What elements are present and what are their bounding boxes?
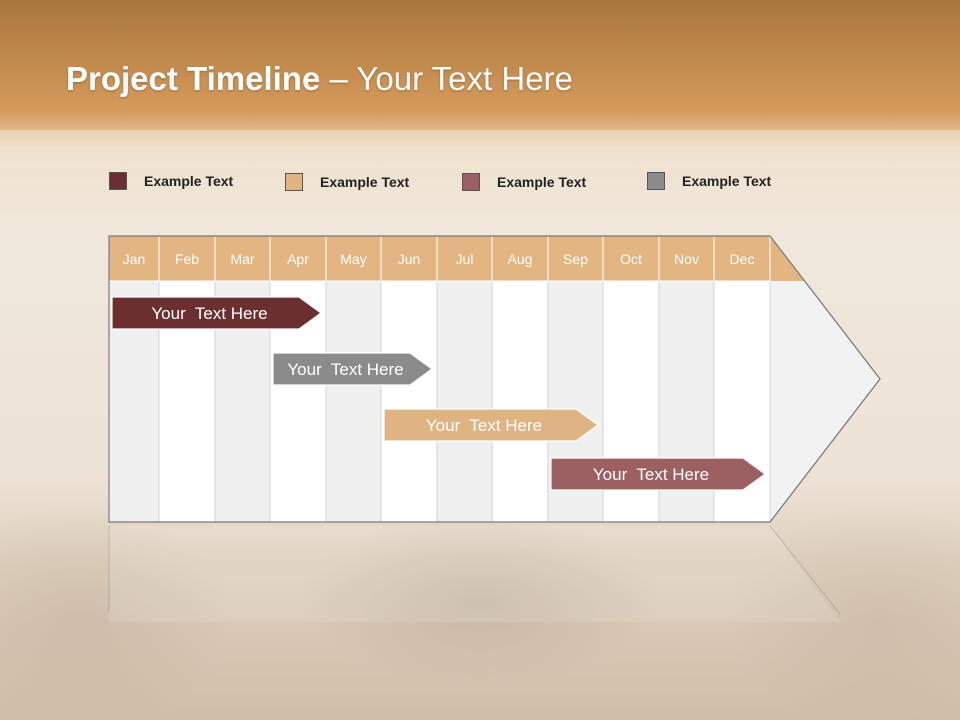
month-column: [325, 280, 382, 523]
timeline-reflection: [109, 526, 840, 622]
month-header-cell: [108, 235, 160, 282]
month-header-cell: [380, 235, 438, 282]
legend-label-4: Example Text: [682, 173, 772, 189]
month-column: [380, 280, 438, 523]
legend-swatch-4: [647, 172, 665, 190]
legend-item-3: Example Text: [462, 172, 586, 192]
task-arrow-1: [111, 296, 323, 330]
legend-swatch-3: [462, 173, 480, 191]
task-label-1: Your Text Here: [151, 304, 267, 323]
legend-swatch-2: [285, 173, 303, 191]
month-column: [436, 280, 493, 523]
month-label-oct: Oct: [620, 251, 642, 267]
month-label-aug: Aug: [508, 251, 533, 267]
month-label-sep: Sep: [563, 251, 588, 267]
task-arrow-3: [383, 408, 600, 442]
month-label-jan: Jan: [123, 251, 146, 267]
month-header-cell: [491, 235, 549, 282]
month-label-jul: Jul: [456, 251, 474, 267]
month-label-feb: Feb: [175, 251, 199, 267]
legend-swatch-1: [109, 172, 127, 190]
month-header-cell: [602, 235, 660, 282]
month-label-nov: Nov: [674, 251, 699, 267]
month-label-dec: Dec: [730, 251, 755, 267]
month-label-mar: Mar: [230, 251, 254, 267]
month-header-cell: [325, 235, 382, 282]
title-rest: – Your Text Here: [320, 60, 573, 97]
timeline-arrow-outline: [108, 235, 881, 523]
title-bold: Project Timeline: [66, 60, 321, 97]
task-label-3: Your Text Here: [426, 416, 542, 435]
legend-label-2: Example Text: [320, 174, 410, 190]
month-header-cell: [158, 235, 216, 282]
reflection-edge: [769, 525, 841, 615]
month-header-cell: [269, 235, 327, 282]
month-header-cell: [547, 235, 604, 282]
month-label-apr: Apr: [287, 251, 309, 267]
legend-item-1: Example Text: [109, 171, 233, 191]
month-header-cell: [658, 235, 715, 282]
month-label-may: May: [340, 251, 366, 267]
task-arrow-2: [272, 352, 434, 386]
task-arrow-4: [550, 457, 767, 491]
task-label-4: Your Text Here: [593, 465, 709, 484]
month-label-jun: Jun: [398, 251, 421, 267]
task-label-2: Your Text Here: [287, 360, 403, 379]
legend-item-4: Example Text: [647, 171, 771, 191]
slide-title: Project Timeline – Your Text Here: [66, 60, 573, 98]
legend-label-3: Example Text: [497, 174, 587, 190]
legend-item-2: Example Text: [285, 172, 409, 192]
month-column: [491, 280, 549, 523]
legend-label-1: Example Text: [144, 173, 234, 189]
